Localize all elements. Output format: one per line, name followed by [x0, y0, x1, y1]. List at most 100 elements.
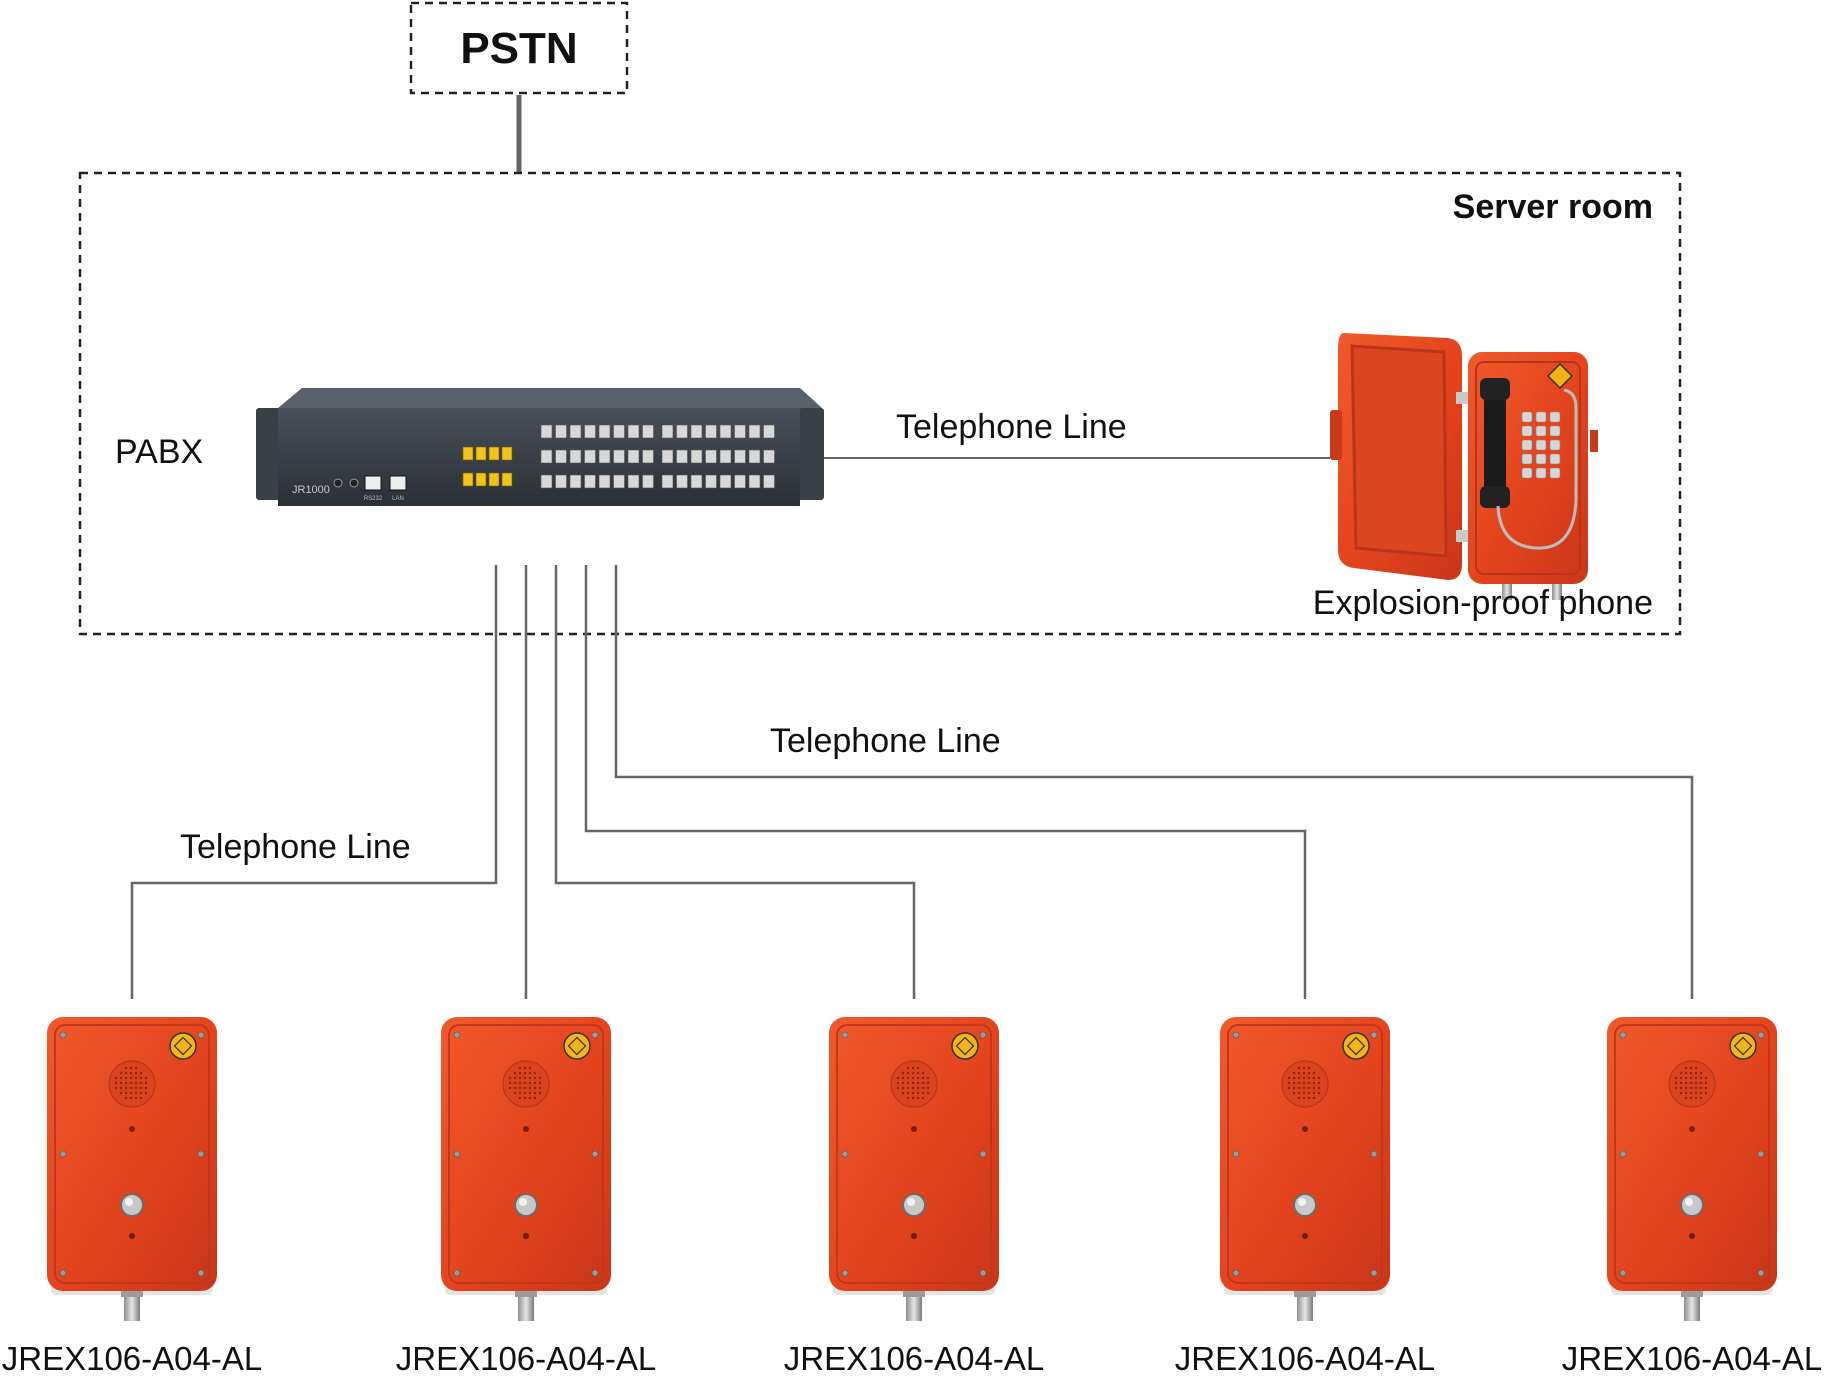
extension-port	[676, 474, 688, 489]
extension-port	[598, 474, 611, 489]
handset-icon	[1484, 378, 1506, 506]
terminal-body	[441, 1017, 611, 1291]
cable-gland	[1297, 1291, 1313, 1321]
keypad-key	[1521, 453, 1533, 465]
extension-port	[642, 474, 654, 489]
extension-port	[598, 424, 611, 439]
co-trunk-ports	[462, 446, 513, 487]
extension-port	[584, 449, 596, 464]
upper-branch-link-label: Telephone Line	[770, 722, 1001, 760]
ex-badge-icon	[1729, 1032, 1757, 1060]
terminal-body	[1220, 1017, 1390, 1291]
speaker-grille-icon	[502, 1060, 550, 1108]
extension-port	[584, 424, 596, 439]
extension-port	[569, 424, 582, 439]
co-port	[462, 472, 474, 487]
call-button[interactable]	[514, 1193, 538, 1217]
extension-port	[627, 474, 640, 489]
server-room-boundary: Server room	[78, 171, 1682, 636]
terminal-body	[1607, 1017, 1777, 1291]
extension-port	[748, 424, 761, 439]
indicator-light	[1302, 1126, 1308, 1132]
extension-port	[613, 424, 625, 439]
keypad-key	[1549, 439, 1561, 451]
speaker-grille-icon	[1281, 1060, 1329, 1108]
extension-port	[734, 474, 746, 489]
indicator-light	[911, 1126, 917, 1132]
terminal-body	[47, 1017, 217, 1291]
extension-port	[642, 424, 654, 439]
call-button[interactable]	[902, 1193, 926, 1217]
extension-port	[734, 424, 746, 439]
keypad-key	[1521, 411, 1533, 423]
keypad-icon	[1521, 411, 1561, 479]
speaker-grille-icon	[890, 1060, 938, 1108]
terminal-phone: JREX106-A04-AL	[1562, 1017, 1822, 1377]
terminal-link-1	[130, 565, 498, 999]
pabx-device: JR1000 RS232 LAN	[256, 388, 824, 506]
extension-port	[705, 449, 717, 464]
terminal-link-4	[584, 565, 1307, 999]
extension-port	[719, 474, 732, 489]
lan-port	[389, 475, 407, 491]
pabx-label: PABX	[115, 433, 203, 471]
extension-port	[540, 474, 553, 489]
rs232-port-label: RS232	[364, 496, 383, 502]
keypad-key	[1535, 453, 1547, 465]
terminal-model-label: JREX106-A04-AL	[396, 1340, 656, 1377]
speaker-grille-icon	[108, 1060, 156, 1108]
terminal-phone: JREX106-A04-AL	[1175, 1017, 1435, 1377]
keypad-key	[1549, 467, 1561, 479]
co-port	[501, 446, 513, 461]
keypad-key	[1521, 425, 1533, 437]
microphone-icon	[129, 1233, 135, 1239]
terminal-links	[130, 565, 1694, 999]
extension-port	[569, 474, 582, 489]
keypad-key	[1549, 425, 1561, 437]
call-button[interactable]	[1680, 1193, 1704, 1217]
extension-port	[676, 424, 688, 439]
extension-port	[719, 424, 732, 439]
lan-port-label: LAN	[392, 496, 404, 502]
microphone-icon	[523, 1233, 529, 1239]
keypad-key	[1535, 439, 1547, 451]
extension-port	[734, 449, 746, 464]
ex-badge-icon	[563, 1032, 591, 1060]
keypad-key	[1535, 425, 1547, 437]
extension-port	[540, 449, 553, 464]
extension-port	[627, 424, 640, 439]
indicator-light	[1689, 1126, 1695, 1132]
extension-port	[555, 449, 567, 464]
terminal-body	[829, 1017, 999, 1291]
microphone-icon	[1689, 1233, 1695, 1239]
co-port	[488, 472, 500, 487]
extension-port	[613, 449, 625, 464]
keypad-key	[1521, 439, 1533, 451]
extension-port	[763, 424, 775, 439]
terminal-phone: JREX106-A04-AL	[784, 1017, 1044, 1377]
co-port	[475, 446, 487, 461]
terminal-phones: JREX106-A04-AL JREX106-A04-AL JREX106-A04-…	[2, 1017, 1822, 1377]
extension-port	[569, 449, 582, 464]
cable-gland	[518, 1291, 534, 1321]
cable-gland	[1684, 1291, 1700, 1321]
extension-port	[540, 424, 553, 439]
extension-port	[690, 424, 703, 439]
extension-port	[661, 449, 674, 464]
call-button[interactable]	[1293, 1193, 1317, 1217]
terminal-phone: JREX106-A04-AL	[396, 1017, 656, 1377]
ex-badge-icon	[951, 1032, 979, 1060]
explosion-proof-phone	[1330, 333, 1598, 600]
extension-port	[705, 474, 717, 489]
terminal-phone: JREX106-A04-AL	[2, 1017, 262, 1377]
speaker-grille-icon	[1668, 1060, 1716, 1108]
microphone-icon	[911, 1233, 917, 1239]
call-button[interactable]	[120, 1193, 144, 1217]
ex-badge-icon	[1342, 1032, 1370, 1060]
extension-port	[627, 449, 640, 464]
extension-port	[690, 449, 703, 464]
keypad-key	[1549, 453, 1561, 465]
extension-port	[661, 424, 674, 439]
extension-port	[555, 474, 567, 489]
extension-port	[748, 474, 761, 489]
